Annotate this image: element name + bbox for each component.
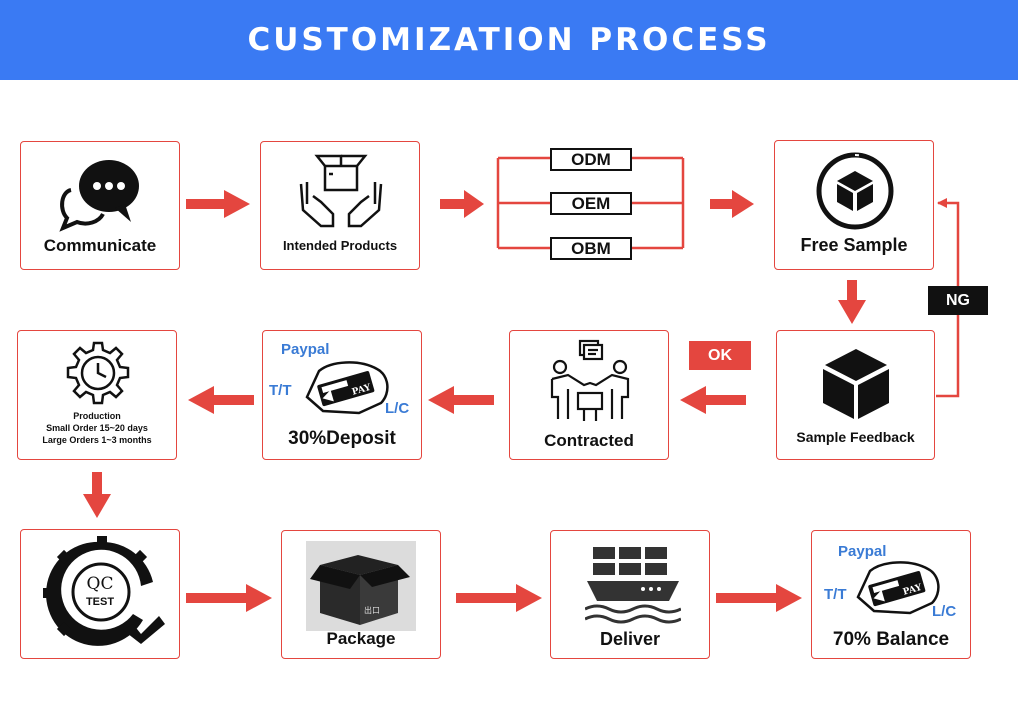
arrow-sample-to-feedback bbox=[838, 280, 866, 324]
paypal-label: Paypal bbox=[838, 543, 887, 560]
arrow-communicate-to-intended bbox=[186, 190, 250, 218]
step-contracted: Contracted bbox=[509, 330, 669, 460]
production-large-order: Large Orders 1~3 months bbox=[42, 435, 152, 445]
step-package: 出口 Package bbox=[281, 530, 441, 659]
step-deposit: Paypal T/T L/C PAY 30%Deposit bbox=[262, 330, 422, 460]
package-stamp-text: 出口 bbox=[364, 605, 380, 615]
step-label: Deliver bbox=[599, 629, 661, 649]
step-deliver: Deliver bbox=[550, 530, 710, 659]
paypal-label: Paypal bbox=[281, 341, 330, 358]
clock-gear-icon bbox=[66, 341, 130, 405]
production-title: Production bbox=[73, 411, 121, 421]
qc-label: QC bbox=[86, 574, 114, 594]
option-oem: OEM bbox=[550, 192, 632, 215]
lc-label: L/C bbox=[932, 603, 957, 620]
production-small-order: Small Order 15~20 days bbox=[46, 423, 148, 433]
step-label: 30%Deposit bbox=[288, 428, 396, 449]
step-production: Production Small Order 15~20 days Large … bbox=[17, 330, 177, 460]
ok-badge: OK bbox=[689, 341, 751, 370]
step-label: Free Sample bbox=[800, 235, 908, 255]
option-odm: ODM bbox=[550, 148, 632, 171]
step-qc-test: QC TEST bbox=[20, 529, 180, 659]
cube-icon bbox=[823, 349, 889, 419]
arrow-production-to-qc bbox=[83, 472, 111, 518]
arrow-intended-to-options bbox=[440, 190, 484, 218]
ng-badge: NG bbox=[928, 286, 988, 315]
step-intended-products: Intended Products bbox=[260, 141, 420, 270]
handshake-people-icon bbox=[550, 339, 630, 421]
arrow-deposit-to-production bbox=[188, 386, 254, 414]
header-banner: CUSTOMIZATION PROCESS bbox=[0, 0, 1018, 80]
page-title: CUSTOMIZATION PROCESS bbox=[247, 22, 771, 58]
step-sample-feedback: Sample Feedback bbox=[776, 330, 935, 460]
arrow-contracted-to-deposit bbox=[428, 386, 494, 414]
payment-card-icon: PAY bbox=[305, 361, 389, 415]
chat-bubbles-icon bbox=[59, 160, 139, 232]
qc-test-icon bbox=[43, 536, 165, 646]
cube-circle-icon bbox=[816, 152, 894, 230]
arrow-options-to-sample bbox=[710, 190, 754, 218]
step-label: Sample Feedback bbox=[796, 429, 915, 445]
arrow-qc-to-package bbox=[186, 584, 272, 612]
tt-label: T/T bbox=[824, 586, 847, 603]
arrow-package-to-deliver bbox=[456, 584, 542, 612]
arrow-feedback-to-contracted bbox=[680, 386, 746, 414]
qc-test-label: TEST bbox=[85, 596, 115, 608]
payment-card-icon: PAY bbox=[856, 561, 940, 615]
step-communicate: Communicate bbox=[20, 141, 180, 270]
options-bracket bbox=[496, 156, 685, 250]
package-box-icon: 出口 bbox=[306, 541, 416, 631]
step-balance: Paypal T/T L/C PAY 70% Balance bbox=[811, 530, 971, 659]
step-free-sample: Free Sample bbox=[774, 140, 934, 270]
step-label: Intended Products bbox=[282, 238, 398, 253]
step-label: Package bbox=[326, 629, 396, 648]
arrow-deliver-to-balance bbox=[716, 584, 802, 612]
tt-label: T/T bbox=[269, 382, 292, 399]
step-label: Communicate bbox=[43, 236, 157, 255]
option-obm: OBM bbox=[550, 237, 632, 260]
step-label: Contracted bbox=[544, 431, 634, 450]
lc-label: L/C bbox=[385, 400, 410, 417]
hands-box-icon bbox=[299, 154, 383, 228]
step-label: 70% Balance bbox=[832, 629, 950, 650]
cargo-ship-icon bbox=[585, 547, 681, 624]
